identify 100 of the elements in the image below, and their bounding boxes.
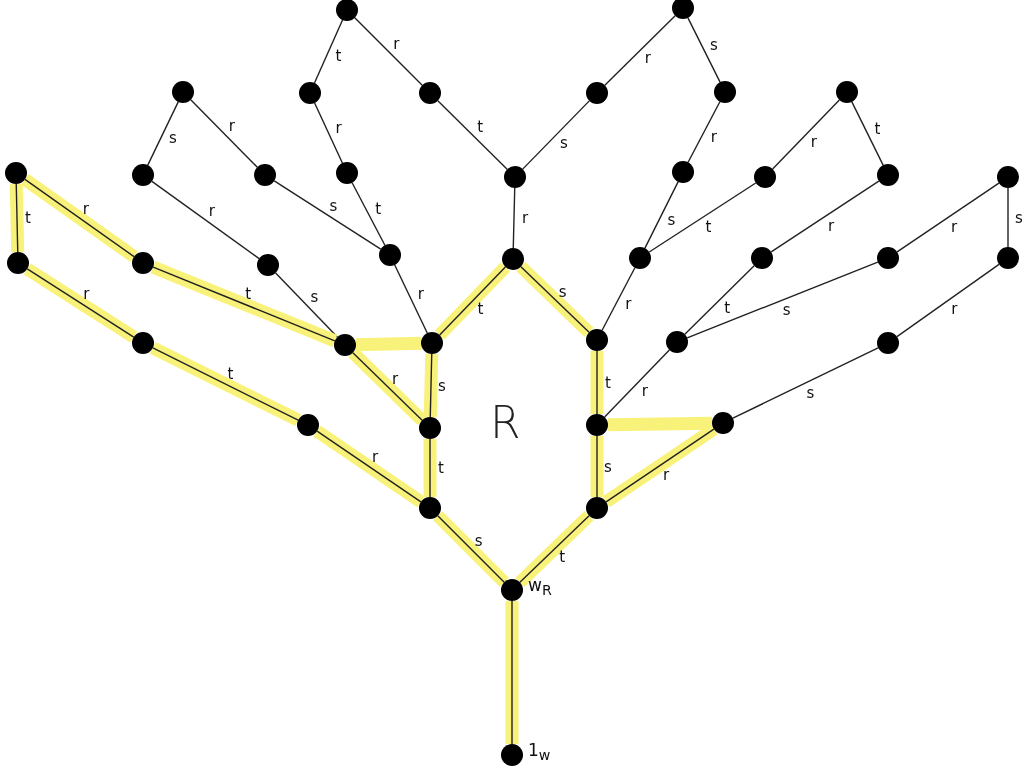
edge-line: [648, 182, 757, 253]
highlighted-edge: [434, 262, 511, 340]
edge-label: t: [25, 209, 31, 226]
vertex-label: w$_{R}$: [528, 576, 552, 600]
edge-label: s: [604, 458, 612, 475]
vertex-dot: [419, 497, 441, 519]
vertex-dot: [586, 497, 608, 519]
vertex-dot: [132, 252, 154, 274]
edge-label: s: [667, 211, 676, 228]
edge-line: [896, 182, 1000, 253]
vertex-dot: [877, 247, 899, 269]
edge-label: s: [559, 134, 568, 151]
edge-label: s: [310, 289, 319, 306]
vertex-dot: [997, 166, 1019, 188]
vertex-dot: [334, 334, 356, 356]
edge-line: [684, 265, 755, 335]
edge-label: s: [709, 37, 718, 54]
edge-label: t: [724, 299, 731, 316]
edge-label: r: [827, 217, 835, 234]
edge-label: r: [208, 203, 215, 220]
vertex-dot: [5, 162, 27, 184]
edge-line: [147, 101, 179, 166]
highlighted-edge: [423, 438, 437, 498]
edge-label: s: [1015, 209, 1023, 226]
edge-line: [273, 180, 382, 250]
highlighted-edge: [355, 336, 422, 352]
edge-label: r: [228, 117, 235, 134]
edge-line: [603, 349, 671, 418]
edge-label: r: [710, 129, 717, 146]
vertex-dot: [754, 166, 776, 188]
edge-label: r: [951, 218, 958, 235]
edge-line: [1007, 187, 1009, 248]
vertex-dot: [877, 332, 899, 354]
edge-label: s: [782, 302, 791, 319]
highlighted-edge: [149, 342, 302, 426]
vertex-dot: [629, 247, 651, 269]
vertex-dot: [714, 81, 736, 103]
highlighted-edge: [9, 183, 25, 253]
edge-label: t: [559, 548, 566, 565]
edge-line: [687, 17, 721, 83]
edge-label: t: [874, 120, 881, 137]
vertex-dot: [379, 244, 401, 266]
vertex-dot: [672, 161, 694, 183]
edge-line: [394, 264, 428, 334]
highlighted-edge: [313, 425, 425, 508]
edge-line: [313, 19, 344, 84]
edge-label: r: [663, 466, 670, 483]
edge-line: [274, 272, 339, 338]
edge-label: s: [806, 384, 815, 401]
edge-label: s: [558, 283, 567, 300]
edge-label: r: [951, 301, 958, 318]
edge-label: t: [335, 47, 342, 64]
vertex-dot: [712, 412, 734, 434]
vertex-dot: [586, 329, 608, 351]
edge-label: t: [477, 119, 484, 136]
edge-label: r: [335, 120, 342, 137]
vertex-dot: [501, 744, 523, 766]
vertex-dot: [419, 417, 441, 439]
edge-label: s: [474, 533, 483, 550]
edge-label: t: [375, 200, 382, 217]
edge-line: [521, 100, 591, 170]
edge-label: s: [438, 377, 446, 394]
edge-line: [771, 99, 841, 170]
vertex-dot: [877, 164, 899, 186]
vertex-dot: [666, 331, 688, 353]
highlighted-edge: [23, 263, 138, 343]
edge-label: s: [329, 197, 338, 214]
edge-line: [604, 15, 676, 86]
vertex-dot: [751, 247, 773, 269]
vertex-dot: [997, 247, 1019, 269]
edge-line: [437, 100, 508, 170]
vertex-dot: [421, 332, 443, 354]
edge-label: r: [392, 370, 399, 387]
edge-label: t: [227, 366, 234, 383]
edge-label: t: [438, 460, 444, 476]
edge-line: [851, 101, 884, 166]
vertex-dot: [172, 81, 194, 103]
edge-label: s: [169, 130, 177, 147]
edge-line: [354, 17, 423, 86]
highlighted-edge: [433, 511, 509, 587]
highlighted-edge: [505, 600, 519, 745]
vertex-dot: [586, 414, 608, 436]
edge-label: r: [393, 35, 400, 52]
edge-label: r: [644, 50, 651, 67]
highlighted-edge: [590, 350, 604, 415]
highlighted-edge: [590, 435, 604, 498]
vertex-label: 1$_{w}$: [528, 741, 551, 765]
edge-line: [896, 263, 1000, 338]
edge-label: r: [417, 286, 424, 303]
vertex-dot: [586, 82, 608, 104]
vertex-dot: [132, 332, 154, 354]
vertex-dot: [501, 579, 523, 601]
edge-label: t: [605, 374, 611, 391]
vertex-dot: [502, 248, 524, 270]
edge-line: [190, 99, 258, 168]
edge-line: [770, 180, 880, 253]
vertex-dot: [254, 164, 276, 186]
edge-line: [686, 261, 879, 339]
edge-label: t: [477, 300, 484, 317]
vertex-dot: [297, 414, 319, 436]
